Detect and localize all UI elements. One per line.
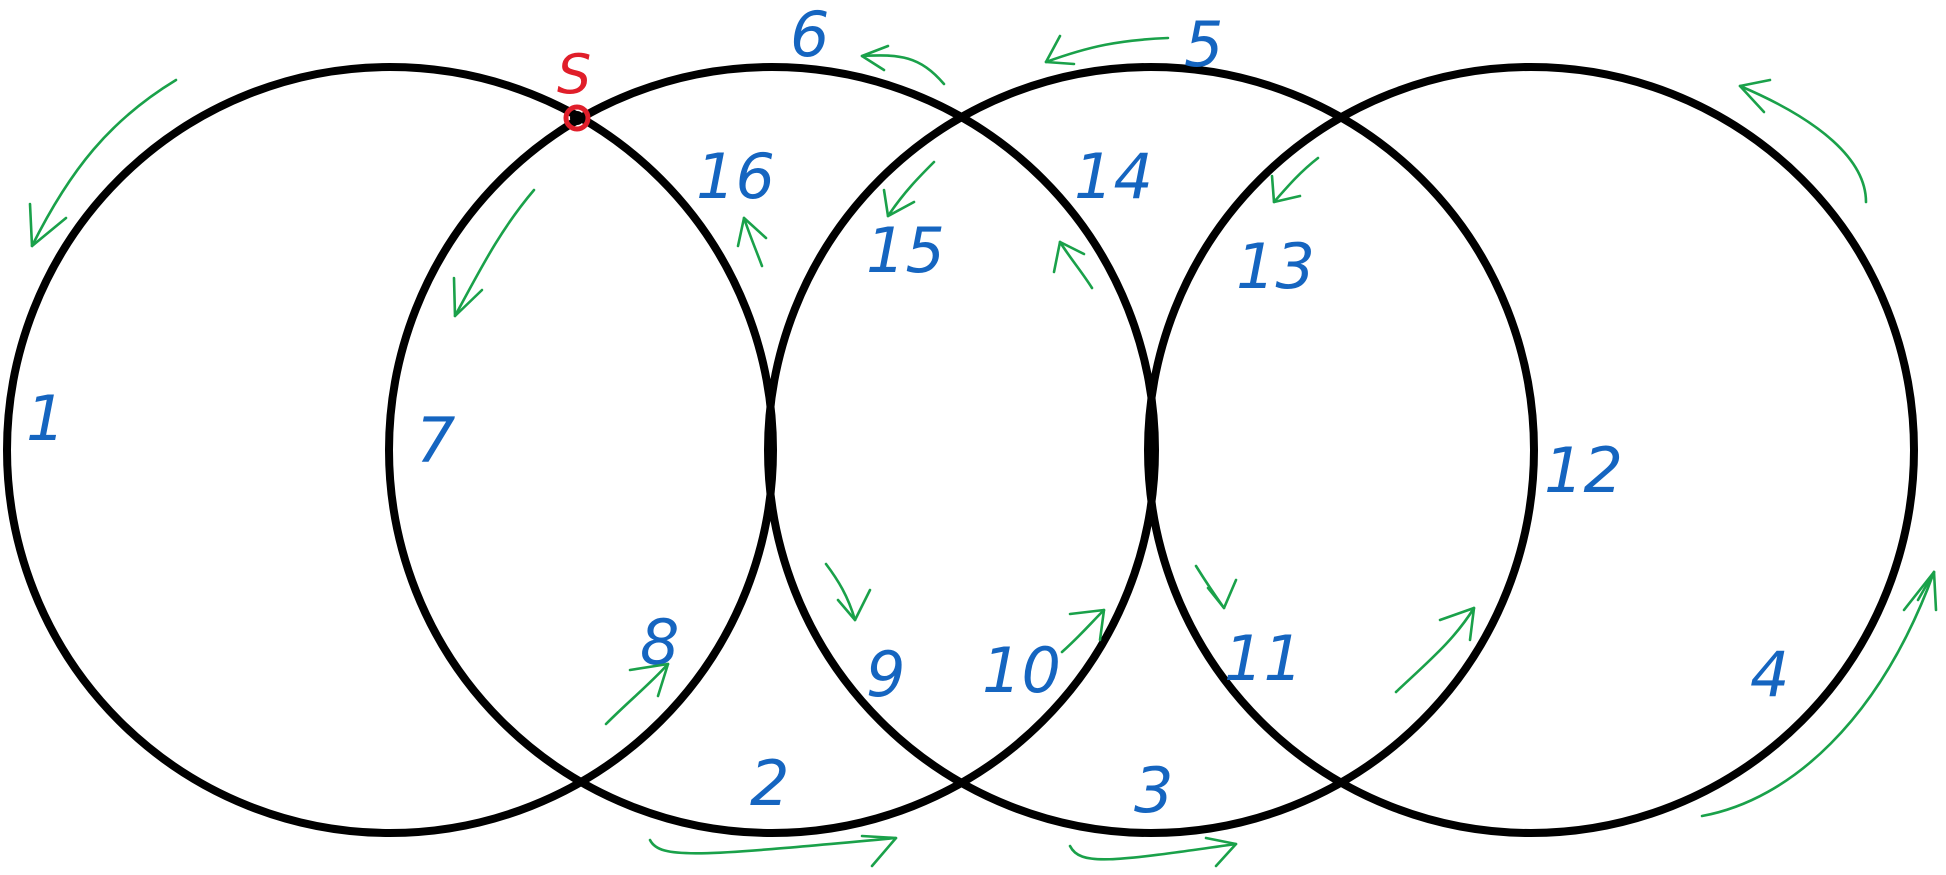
label-5: 5 bbox=[1184, 8, 1223, 81]
label-9: 9 bbox=[866, 638, 905, 711]
start-label: S bbox=[557, 43, 591, 106]
direction-arrows bbox=[28, 34, 1938, 868]
label-16: 16 bbox=[696, 140, 775, 213]
label-1: 1 bbox=[26, 382, 65, 455]
arrow-16 bbox=[736, 216, 768, 268]
label-11: 11 bbox=[1224, 622, 1303, 695]
arrow-1 bbox=[28, 78, 178, 248]
arrow-12-top bbox=[1738, 78, 1868, 204]
arrow-10 bbox=[1060, 608, 1106, 654]
label-12: 12 bbox=[1544, 434, 1623, 507]
label-6: 6 bbox=[790, 0, 829, 71]
arrow-8 bbox=[604, 662, 670, 726]
circle-1 bbox=[3, 63, 777, 837]
circle-4 bbox=[1144, 63, 1918, 837]
circle-3 bbox=[764, 63, 1538, 837]
start-point-dot bbox=[570, 111, 584, 125]
arrow-7 bbox=[452, 188, 536, 318]
arrow-5 bbox=[1044, 34, 1170, 66]
arrow-13 bbox=[1270, 156, 1320, 204]
label-15: 15 bbox=[866, 214, 945, 287]
label-3: 3 bbox=[1134, 754, 1173, 827]
arrow-6 bbox=[860, 44, 946, 86]
label-10: 10 bbox=[982, 634, 1061, 707]
label-4: 4 bbox=[1750, 638, 1789, 711]
circle-2 bbox=[385, 63, 1159, 837]
arrow-15 bbox=[882, 160, 936, 218]
arrow-9 bbox=[824, 562, 872, 622]
label-13: 13 bbox=[1236, 230, 1315, 303]
arrow-3 bbox=[1068, 836, 1238, 868]
arrow-14 bbox=[1052, 240, 1094, 290]
arrow-2 bbox=[648, 834, 898, 868]
arrow-12 bbox=[1394, 606, 1476, 694]
label-2: 2 bbox=[750, 747, 789, 820]
start-point-marker bbox=[563, 104, 591, 132]
label-7: 7 bbox=[416, 404, 455, 477]
arrow-4 bbox=[1700, 570, 1938, 818]
label-14: 14 bbox=[1074, 140, 1153, 213]
arrow-11 bbox=[1194, 564, 1238, 610]
